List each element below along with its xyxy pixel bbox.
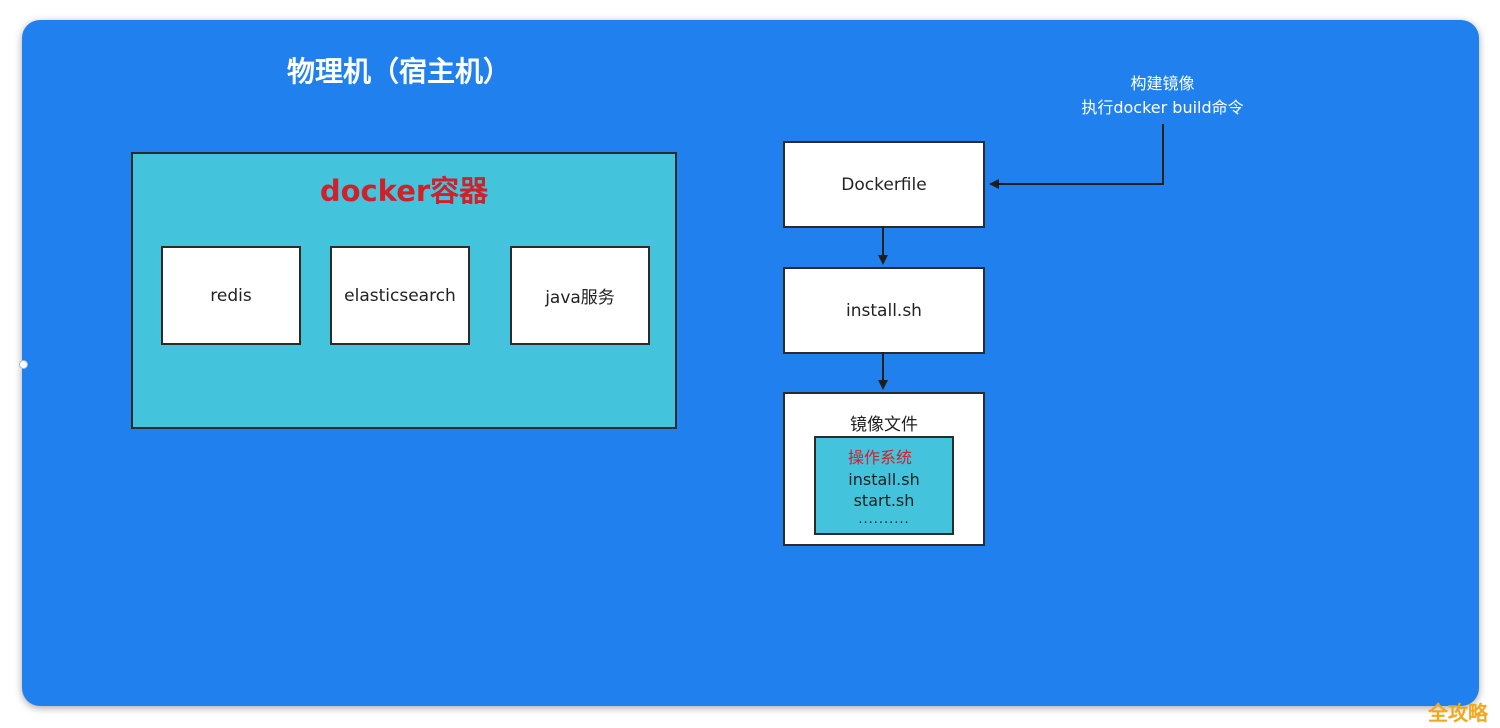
image-file-box: 镜像文件 操作系统 install.sh start.sh .......... <box>783 392 985 546</box>
image-install-label: install.sh <box>848 470 920 489</box>
image-start-label: start.sh <box>853 491 915 510</box>
image-os-label: 操作系统 <box>847 448 912 467</box>
service-redis: redis <box>161 246 301 345</box>
host-title: 物理机（宿主机） <box>287 55 512 88</box>
install-sh-box: install.sh <box>783 267 985 354</box>
service-elasticsearch: elasticsearch <box>330 246 470 345</box>
watermark-logo: 全攻略 <box>1428 701 1488 725</box>
build-note: 构建镜像 执行docker build命令 <box>1060 72 1265 120</box>
build-note-line1: 构建镜像 <box>1130 74 1195 93</box>
service-java: java服务 <box>510 246 650 345</box>
container-title: docker容器 <box>319 174 489 208</box>
dockerfile-box: Dockerfile <box>783 141 985 228</box>
docker-container-box: docker容器 redis elasticsearch java服务 <box>131 152 677 429</box>
edge-handle[interactable] <box>19 360 28 369</box>
image-file-title: 镜像文件 <box>850 415 918 435</box>
image-contents-box: 操作系统 install.sh start.sh .......... <box>814 436 954 535</box>
build-note-line2: 执行docker build命令 <box>1081 98 1244 117</box>
image-ellipsis: .......... <box>858 512 910 527</box>
